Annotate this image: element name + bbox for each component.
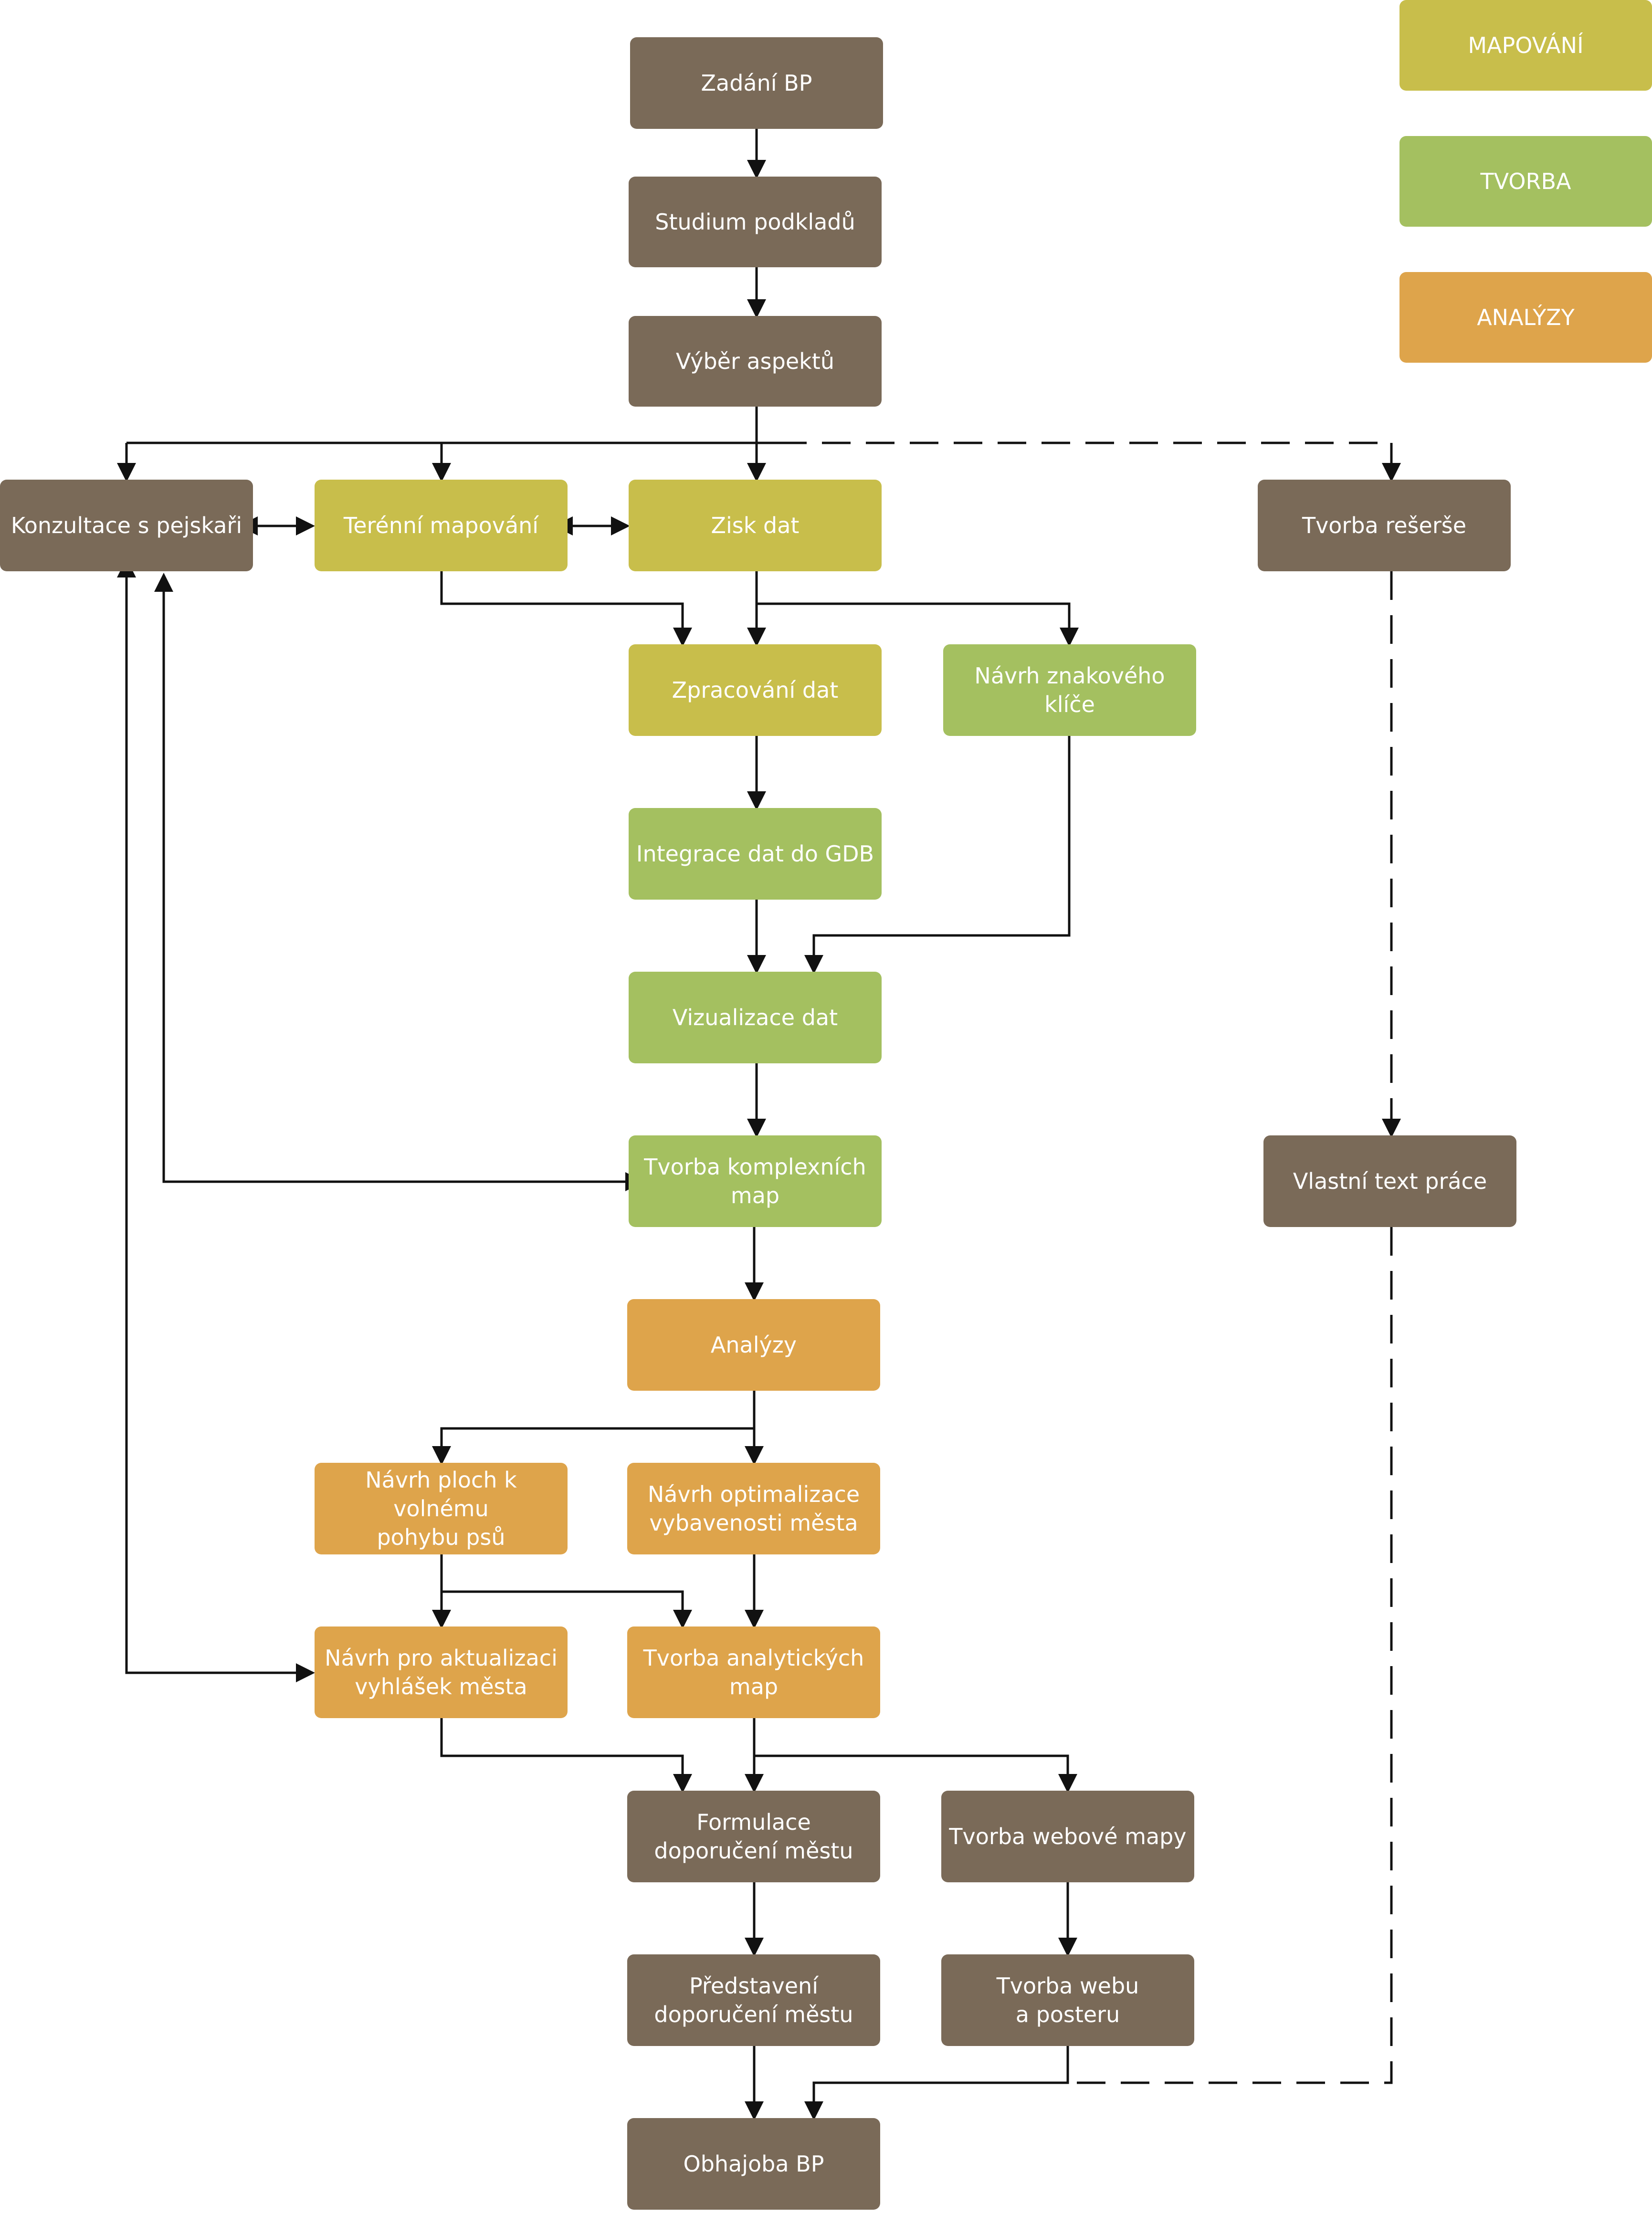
edge-konzultace-aktualizace xyxy=(117,558,315,1682)
edge-web-obhajoba xyxy=(804,2046,1069,2120)
node-tvorba-analytickych-map: Tvorba analytických map xyxy=(627,1626,880,1718)
node-predstaveni-doporuceni: Představení doporučení městu xyxy=(627,1954,880,2046)
node-tvorba-webove-mapy: Tvorba webové mapy xyxy=(941,1791,1194,1882)
node-obhajoba-bp: Obhajoba BP xyxy=(627,2118,880,2210)
edge-terenni-zpracovani xyxy=(440,571,692,647)
legend-tvorba: TVORBA xyxy=(1399,136,1652,227)
node-tvorba-reserse: Tvorba rešerše xyxy=(1258,480,1511,571)
node-navrh-aktualizace: Návrh pro aktualizaci vyhlášek města xyxy=(315,1626,568,1718)
node-studium-podkladu: Studium podkladů xyxy=(629,177,882,267)
edge-klice-vizualizace xyxy=(804,736,1071,974)
node-navrh-optimalizace: Návrh optimalizace vybavenosti města xyxy=(627,1463,880,1554)
node-vizualizace-dat: Vizualizace dat xyxy=(629,972,882,1063)
node-navrh-ploch: Návrh ploch k volnému pohybu psů xyxy=(315,1463,568,1554)
node-terenni-mapovani: Terénní mapování xyxy=(315,480,568,571)
edge-aktualizace-formulace xyxy=(440,1718,692,1793)
node-zisk-dat: Zisk dat xyxy=(629,480,882,571)
node-zadani-bp: Zadání BP xyxy=(630,37,883,129)
node-tvorba-webu-posteru: Tvorba webu a posteru xyxy=(941,1954,1194,2046)
edge-analyticke-webova xyxy=(754,1754,1077,1793)
node-analyzy: Analýzy xyxy=(627,1299,880,1391)
node-integrace-dat: Integrace dat do GDB xyxy=(629,808,882,900)
node-vlastni-text-prace: Vlastní text práce xyxy=(1263,1135,1516,1227)
edge-text-obhajoba xyxy=(1068,1227,1393,2084)
node-navrh-znakoveho-klice: Návrh znakového klíče xyxy=(943,644,1196,736)
edge-komplexni-konzultace xyxy=(154,573,644,1191)
edge-plochy-analyticke xyxy=(442,1590,692,1629)
edge-analyzy-bus xyxy=(432,1391,756,1465)
legend-mapovani: MAPOVÁNÍ xyxy=(1399,0,1652,91)
node-formulace-doporuceni: Formulace doporučení městu xyxy=(627,1791,880,1882)
node-zpracovani-dat: Zpracování dat xyxy=(629,644,882,736)
node-konzultace: Konzultace s pejskaři xyxy=(0,480,253,571)
edge-zisk-navrh-klice xyxy=(757,602,1079,647)
legend-analyzy: ANALÝZY xyxy=(1399,272,1652,363)
node-vyber-aspektu: Výběr aspektů xyxy=(629,316,882,407)
node-tvorba-komplexnich-map: Tvorba komplexních map xyxy=(629,1135,882,1227)
